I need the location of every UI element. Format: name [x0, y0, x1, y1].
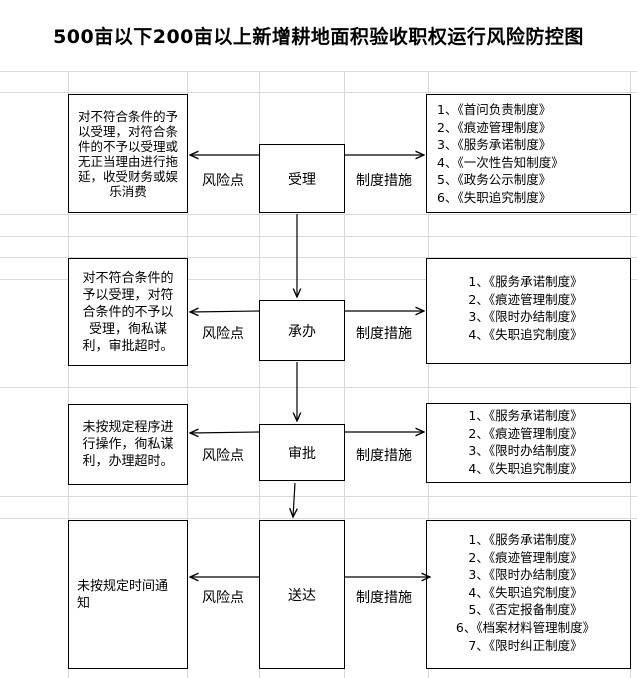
stage-box-approval: 审批: [259, 424, 345, 481]
risk-label: 风险点: [200, 445, 246, 465]
measure-label: 制度措施: [354, 445, 414, 465]
risk-box-delivery: 未按规定时间通知: [68, 520, 188, 669]
measure-item: 4、《失职追究制度》: [468, 460, 583, 476]
measure-item: 1、《首问负责制度》: [437, 102, 552, 117]
measure-item: 2、《痕迹管理制度》: [437, 119, 552, 135]
stage-box-acceptance: 受理: [259, 144, 345, 213]
measure-label: 制度措施: [354, 323, 414, 343]
measures-box-acceptance: 1、《首问负责制度》 2、《痕迹管理制度》 3、《服务承诺制度》 4、《一次性告…: [426, 94, 631, 213]
risk-text: 对不符合条件的予以受理，对符合条件的不予以受理，徇私谋利，审批超时。: [82, 270, 174, 354]
measure-item: 7、《限时纠正制度》: [468, 637, 583, 653]
risk-label: 风险点: [200, 587, 246, 607]
measure-item: 6、《档案材料管理制度》: [455, 619, 596, 635]
stage-label: 承办: [288, 323, 316, 340]
stage-box-delivery: 送达: [259, 520, 345, 669]
measure-label: 制度措施: [354, 170, 414, 190]
risk-text: 未按规定时间通知: [77, 578, 169, 611]
page-title: 500亩以下200亩以上新增耕地面积验收职权运行风险防控图: [53, 26, 584, 48]
measure-item: 1、《服务承诺制度》: [468, 274, 583, 289]
risk-box-handling: 对不符合条件的予以受理，对符合条件的不予以受理，徇私谋利，审批超时。: [68, 258, 188, 366]
measure-item: 3、《限时办结制度》: [468, 309, 583, 325]
measure-item: 1、《服务承诺制度》: [468, 532, 583, 547]
measure-item: 2、《痕迹管理制度》: [468, 425, 583, 441]
measure-item: 3、《限时办结制度》: [468, 443, 583, 459]
measure-label: 制度措施: [354, 587, 414, 607]
stage-label: 送达: [288, 587, 316, 604]
stage-box-handling: 承办: [259, 300, 345, 361]
measures-box-delivery: 1、《服务承诺制度》 2、《痕迹管理制度》 3、《限时办结制度》 4、《失职追究…: [426, 520, 631, 669]
measure-item: 2、《痕迹管理制度》: [468, 549, 583, 565]
risk-text: 未按规定程序进行操作，徇私谋利，办理超时。: [82, 420, 174, 469]
stage-label: 受理: [288, 171, 316, 188]
measure-item: 4、《失职追究制度》: [468, 584, 583, 600]
measure-item: 6、《失职追究制度》: [437, 189, 552, 205]
measure-item: 4、《一次性告知制度》: [437, 154, 564, 170]
risk-label: 风险点: [200, 170, 246, 190]
measure-item: 4、《失职追究制度》: [468, 326, 583, 342]
measures-box-handling: 1、《服务承诺制度》 2、《痕迹管理制度》 3、《限时办结制度》 4、《失职追究…: [426, 258, 631, 364]
measure-item: 1、《服务承诺制度》: [468, 408, 583, 423]
stage-label: 审批: [288, 445, 316, 462]
measure-item: 5、《政务公示制度》: [437, 172, 552, 188]
measures-box-approval: 1、《服务承诺制度》 2、《痕迹管理制度》 3、《限时办结制度》 4、《失职追究…: [426, 403, 631, 483]
risk-label: 风险点: [200, 323, 246, 343]
measure-item: 2、《痕迹管理制度》: [468, 291, 583, 307]
measure-item: 3、《服务承诺制度》: [437, 137, 552, 153]
risk-box-approval: 未按规定程序进行操作，徇私谋利，办理超时。: [68, 404, 188, 485]
risk-box-acceptance: 对不符合条件的予以受理，对符合条件的不予以受理或无正当理由进行拖延，收受财务或娱…: [68, 94, 188, 213]
risk-text: 对不符合条件的予以受理，对符合条件的不予以受理或无正当理由进行拖延，收受财务或娱…: [77, 108, 178, 199]
measure-item: 3、《限时办结制度》: [468, 567, 583, 583]
measure-item: 5、《否定报备制度》: [468, 602, 583, 618]
